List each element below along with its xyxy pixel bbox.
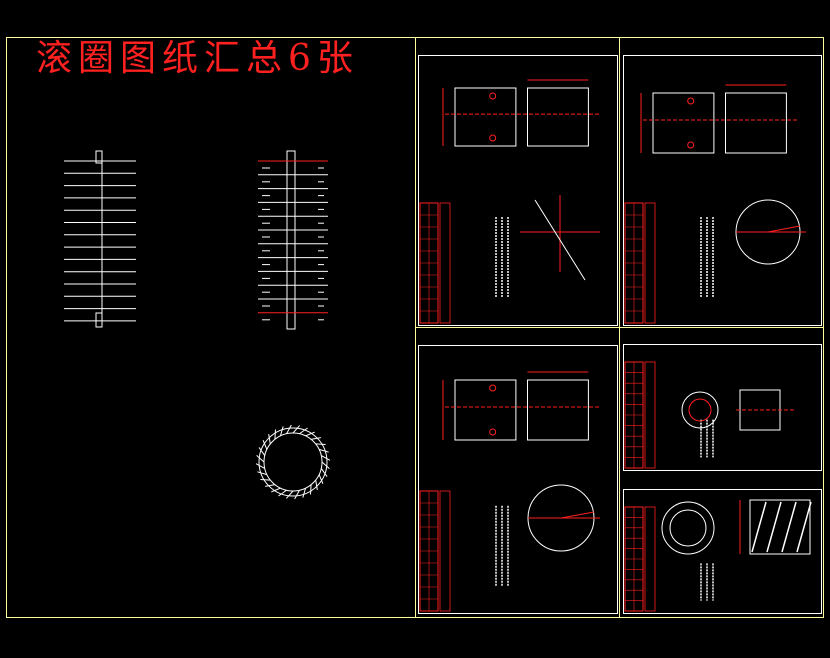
- saw-tooth: [321, 455, 331, 461]
- front-view: [442, 371, 600, 441]
- drawing-sheet: [623, 344, 822, 471]
- saw-tooth: [271, 487, 281, 493]
- title-block-col: [644, 506, 656, 612]
- saw-tooth: [305, 431, 315, 437]
- saw-tooth: [265, 484, 276, 487]
- saw-tooth: [286, 490, 294, 499]
- saw-tooth: [258, 447, 266, 456]
- title-block-col: [439, 490, 451, 612]
- bushing-view: [681, 389, 796, 431]
- section-circle: [527, 484, 600, 552]
- saw-tooth: [302, 487, 307, 498]
- saw-tooth: [310, 437, 321, 440]
- saw-tooth: [260, 479, 271, 481]
- saw-tooth: [315, 479, 318, 490]
- saw-tooth: [294, 490, 300, 500]
- section-circle: [735, 199, 806, 265]
- saw-tooth: [310, 484, 312, 495]
- title-block-col: [644, 202, 656, 324]
- roller-ring-view: [255, 424, 331, 500]
- drawing-sheet: [623, 55, 822, 326]
- drawing-sheet: [418, 55, 618, 326]
- sheet-border: [623, 55, 822, 326]
- saw-tooth: [255, 463, 265, 469]
- drawing-sheet: [418, 345, 618, 614]
- sheet-border: [418, 345, 618, 614]
- saw-tooth: [257, 471, 268, 476]
- saw-tooth: [315, 443, 326, 445]
- saw-tooth: [268, 434, 271, 445]
- saw-tooth: [278, 489, 287, 497]
- front-view: [640, 84, 798, 154]
- saw-tooth: [256, 455, 265, 463]
- saw-tooth: [286, 424, 292, 434]
- drawing-title: 滚圈图纸汇总6张: [36, 38, 359, 79]
- center-mark: [520, 195, 600, 281]
- saw-tooth: [262, 440, 268, 450]
- spiral-view: [661, 499, 812, 555]
- saw-tooth: [274, 429, 276, 440]
- saw-tooth: [299, 427, 308, 435]
- title-block-col: [644, 361, 656, 469]
- saw-tooth: [321, 461, 330, 469]
- saw-tooth: [318, 474, 324, 484]
- roller-side-view-1: [64, 150, 136, 328]
- title-block-col: [439, 202, 451, 324]
- sheet-border: [623, 344, 822, 471]
- sheet-border: [418, 55, 618, 326]
- roller-side-view-2: [258, 150, 328, 330]
- front-view: [442, 79, 600, 147]
- sheet-border: [623, 489, 822, 614]
- saw-tooth: [279, 426, 284, 437]
- saw-tooth: [320, 468, 328, 477]
- drawing-sheet: [623, 489, 822, 614]
- saw-tooth: [292, 425, 300, 434]
- saw-tooth: [318, 448, 329, 453]
